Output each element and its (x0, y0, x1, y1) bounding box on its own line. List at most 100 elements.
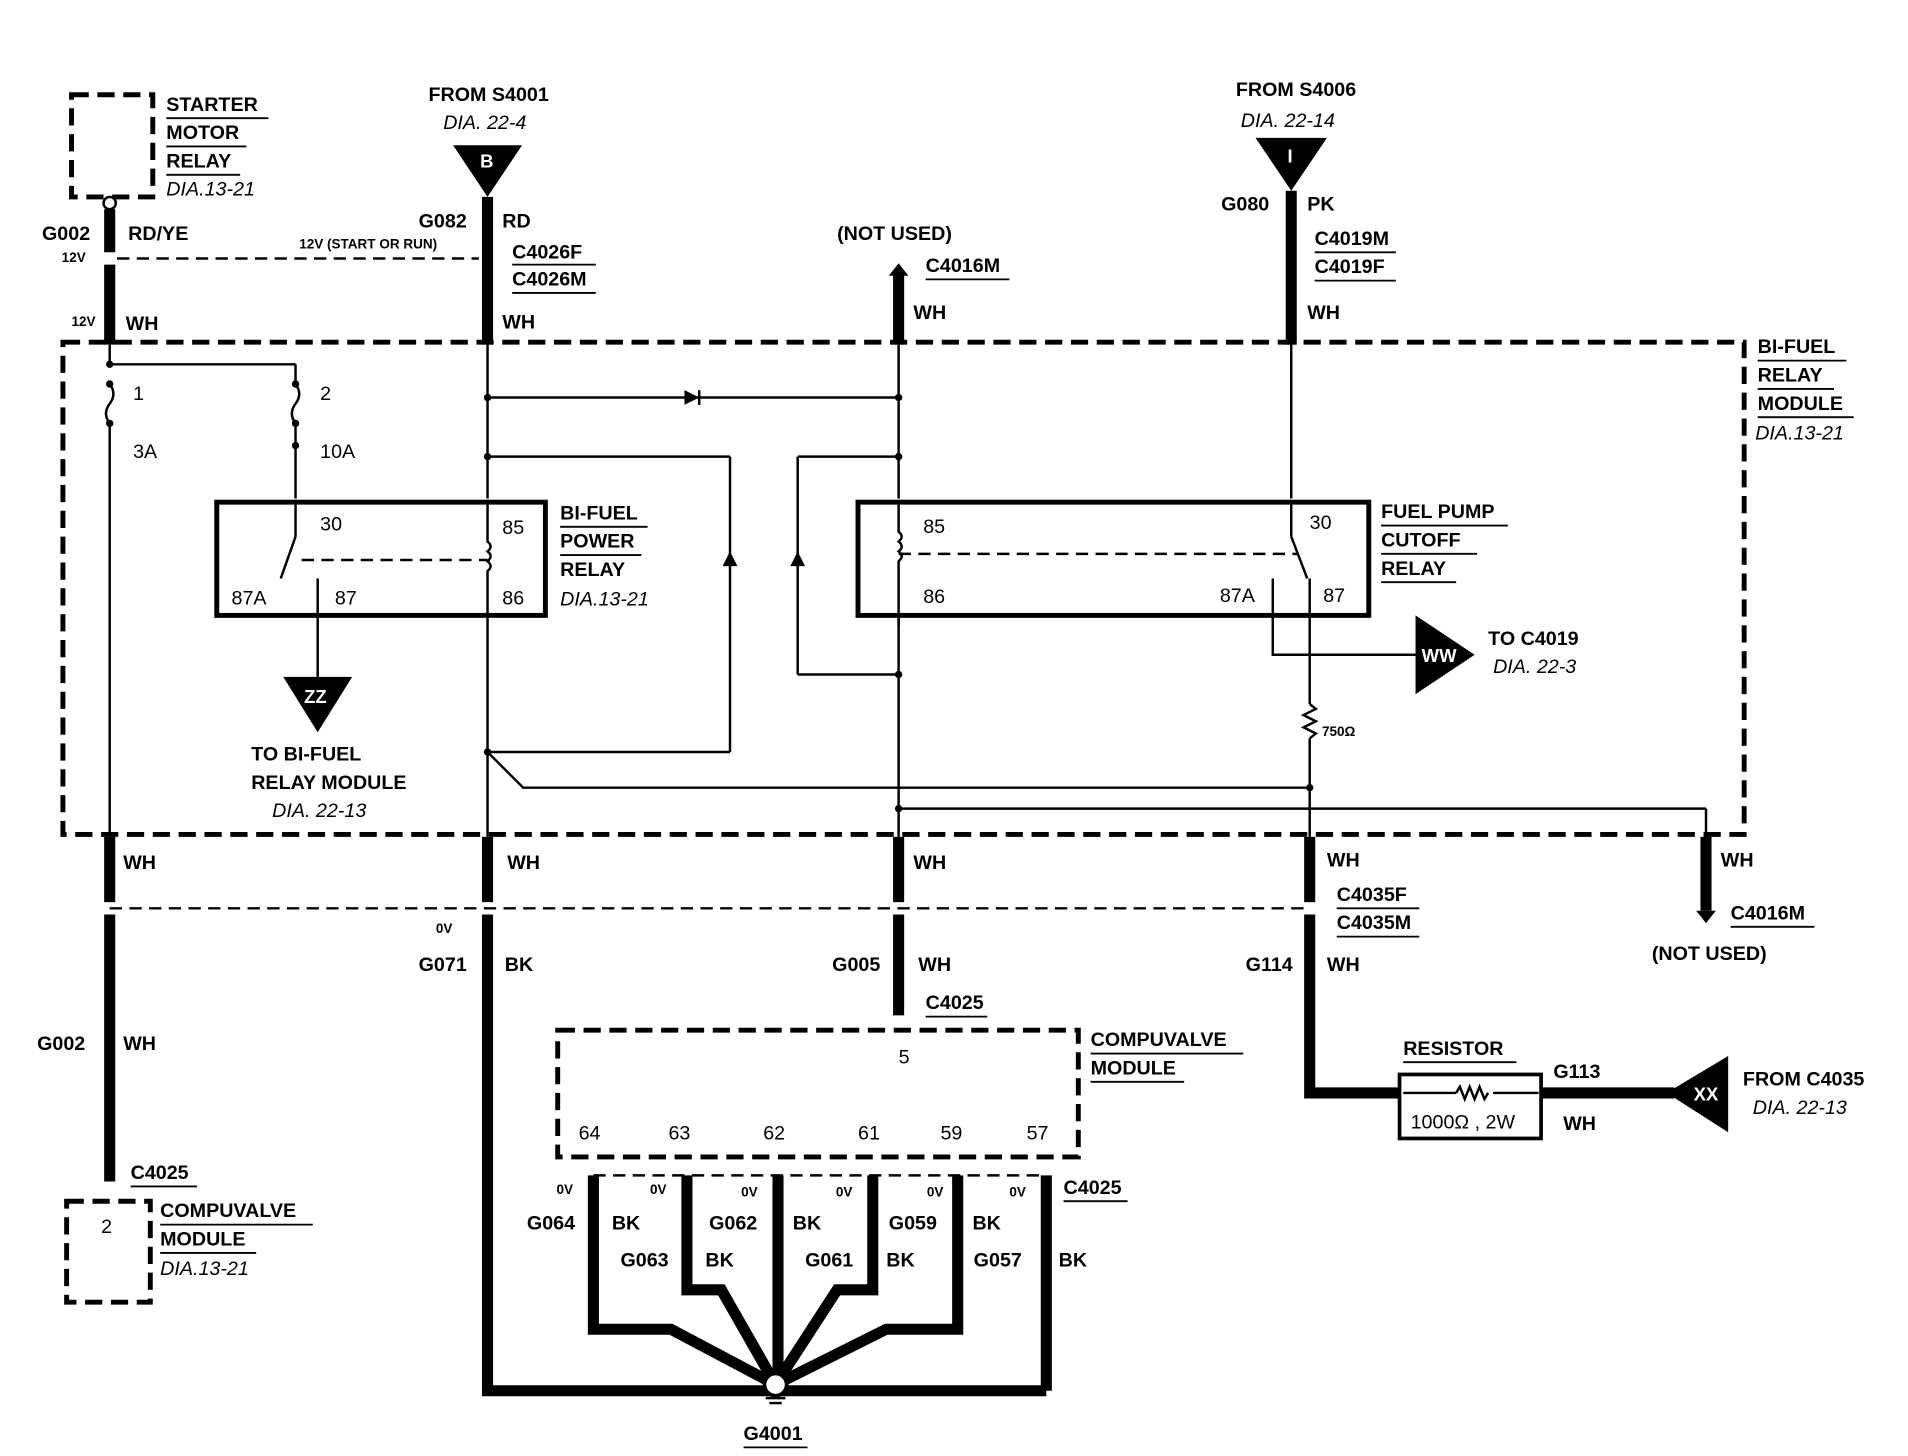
svg-text:DIA.13-21: DIA.13-21 (160, 1258, 249, 1280)
svg-text:2: 2 (101, 1216, 112, 1238)
svg-text:FROM C4035: FROM C4035 (1743, 1069, 1864, 1091)
module-label: BI-FUEL RELAY MODULE DIA.13-21 (1755, 336, 1854, 444)
wire-g114-wh[interactable] (1304, 914, 1404, 1099)
svg-text:C4026F: C4026F (512, 241, 582, 263)
svg-text:750Ω: 750Ω (1322, 724, 1356, 739)
svg-text:WH: WH (1327, 849, 1360, 871)
svg-text:WH: WH (507, 852, 540, 874)
svg-text:I: I (1288, 145, 1293, 166)
wire-g064-bk[interactable] (587, 1175, 779, 1390)
svg-text:87A: 87A (1220, 585, 1256, 607)
svg-text:BI-FUEL: BI-FUEL (1758, 336, 1836, 358)
bi-fuel-power-relay[interactable] (214, 499, 548, 618)
svg-text:86: 86 (502, 587, 524, 609)
svg-text:85: 85 (502, 517, 524, 539)
svg-text:3A: 3A (133, 441, 158, 463)
svg-text:2: 2 (320, 383, 331, 405)
svg-text:87A: 87A (232, 587, 268, 609)
svg-text:WH: WH (123, 1033, 156, 1055)
svg-text:0V: 0V (741, 1184, 758, 1199)
svg-text:C4035M: C4035M (1337, 912, 1411, 934)
svg-text:1000Ω , 2W: 1000Ω , 2W (1411, 1112, 1516, 1134)
svg-text:MODULE: MODULE (1091, 1057, 1176, 1079)
svg-text:12V: 12V (62, 250, 86, 265)
svg-text:C4025: C4025 (131, 1162, 189, 1184)
svg-text:64: 64 (579, 1123, 601, 1145)
svg-text:G080: G080 (1221, 193, 1269, 215)
svg-text:RESISTOR: RESISTOR (1403, 1038, 1503, 1060)
svg-text:C4035F: C4035F (1337, 884, 1407, 906)
svg-text:WH: WH (918, 954, 951, 976)
svg-text:RELAY: RELAY (1758, 365, 1823, 387)
svg-text:BK: BK (705, 1249, 734, 1271)
svg-text:BK: BK (505, 954, 534, 976)
svg-text:MODULE: MODULE (160, 1229, 245, 1251)
svg-text:RELAY: RELAY (166, 150, 231, 172)
svg-text:POWER: POWER (560, 531, 634, 553)
compuvalve-module-box (555, 1027, 1081, 1160)
svg-text:0V: 0V (836, 1184, 853, 1199)
svg-text:RELAY: RELAY (1381, 558, 1446, 580)
svg-text:30: 30 (1310, 512, 1332, 534)
svg-text:G062: G062 (709, 1213, 757, 1235)
svg-text:87: 87 (1323, 585, 1345, 607)
power-relay-label: BI-FUEL POWER RELAY DIA.13-21 (560, 502, 649, 610)
svg-text:MODULE: MODULE (1758, 393, 1843, 415)
relay-coil-icon (896, 504, 903, 626)
svg-text:87: 87 (335, 587, 357, 609)
svg-text:B: B (480, 150, 493, 171)
svg-text:FROM S4001: FROM S4001 (428, 84, 548, 106)
svg-text:G4001: G4001 (744, 1423, 803, 1445)
svg-text:G002: G002 (37, 1033, 85, 1055)
wire-g063-bk[interactable] (681, 1175, 781, 1388)
connector-i-icon (1255, 137, 1327, 191)
svg-text:G113: G113 (1553, 1061, 1600, 1083)
from-s4001-label: FROM S4001 DIA. 22-4 (428, 84, 548, 134)
svg-text:C4025: C4025 (1064, 1177, 1122, 1199)
svg-text:WH: WH (913, 852, 946, 874)
svg-text:COMPUVALVE: COMPUVALVE (1091, 1029, 1227, 1051)
svg-text:G114: G114 (1246, 954, 1293, 976)
svg-text:WH: WH (126, 313, 159, 335)
terminal-icon (102, 195, 118, 211)
wire-g071-bk[interactable] (482, 914, 1047, 1397)
svg-text:BK: BK (612, 1213, 641, 1235)
svg-text:12V: 12V (72, 314, 96, 329)
connector-zz-icon (283, 676, 353, 733)
svg-text:FUEL PUMP: FUEL PUMP (1381, 501, 1494, 523)
svg-text:G061: G061 (805, 1249, 853, 1271)
svg-text:86: 86 (923, 586, 945, 608)
svg-text:BK: BK (1059, 1249, 1088, 1271)
fuel-pump-cutoff-relay[interactable] (855, 499, 1372, 618)
resistor-icon (1455, 1083, 1490, 1103)
wire-g059-bk[interactable] (773, 1175, 964, 1390)
svg-text:G057: G057 (974, 1249, 1022, 1271)
svg-text:DIA. 22-4: DIA. 22-4 (443, 112, 526, 134)
svg-text:WH: WH (123, 852, 156, 874)
relay-switch-icon (1290, 536, 1309, 579)
svg-text:RD/YE: RD/YE (128, 223, 188, 245)
svg-text:DIA. 22-3: DIA. 22-3 (1493, 656, 1576, 678)
svg-text:BK: BK (972, 1213, 1001, 1235)
svg-text:C4016M: C4016M (926, 255, 1000, 277)
svg-text:DIA. 22-14: DIA. 22-14 (1241, 110, 1335, 132)
svg-text:ZZ: ZZ (304, 686, 327, 707)
svg-text:WW: WW (1422, 645, 1457, 666)
svg-text:RELAY MODULE: RELAY MODULE (251, 772, 406, 794)
svg-text:61: 61 (858, 1123, 880, 1145)
svg-text:C4026M: C4026M (512, 269, 586, 291)
fuse-2-icon (290, 383, 301, 425)
wire-g061-bk[interactable] (770, 1175, 879, 1388)
svg-text:C4019M: C4019M (1315, 228, 1389, 250)
svg-text:FROM S4006: FROM S4006 (1236, 79, 1356, 101)
svg-text:0V: 0V (556, 1182, 573, 1197)
svg-text:G063: G063 (620, 1249, 668, 1271)
svg-text:85: 85 (923, 516, 945, 538)
svg-text:WH: WH (913, 302, 946, 324)
svg-text:BK: BK (793, 1213, 822, 1235)
svg-text:0V: 0V (436, 921, 453, 936)
svg-text:PK: PK (1307, 193, 1335, 215)
svg-text:RELAY: RELAY (560, 559, 625, 581)
svg-text:30: 30 (320, 513, 342, 535)
